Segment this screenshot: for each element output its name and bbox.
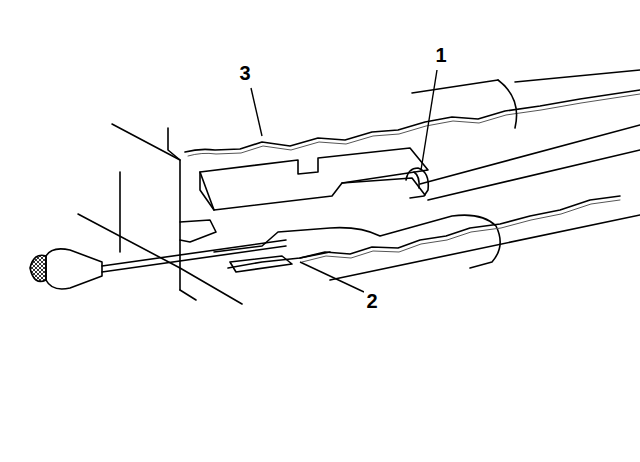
screwdriver-grip — [30, 255, 46, 281]
bracket — [168, 128, 180, 160]
screwdriver-shaft — [102, 246, 286, 272]
screwdriver-handle — [46, 249, 102, 289]
callout-number: 2 — [364, 290, 379, 312]
lower-torn-edge — [300, 196, 620, 258]
lower-channel — [214, 215, 500, 268]
bracket-base — [180, 290, 196, 300]
clip — [406, 168, 428, 198]
latch-slot — [342, 178, 425, 195]
bracket — [180, 220, 216, 242]
housing-edge-fuzz — [188, 94, 640, 156]
housing-top-right — [515, 70, 640, 82]
housing-top — [412, 80, 498, 93]
rail-line — [428, 150, 640, 200]
clip — [414, 172, 419, 188]
tab — [230, 256, 292, 272]
screwdriver-shaft — [102, 240, 286, 266]
latch-body — [200, 148, 428, 210]
leader-line — [300, 262, 364, 292]
bracket-base — [78, 214, 242, 304]
housing-curve — [498, 80, 517, 128]
latch-body — [200, 172, 214, 210]
leader-line — [421, 70, 437, 170]
lower-torn-edge-fuzz — [302, 200, 620, 262]
callout-number: 1 — [433, 44, 448, 66]
leader-line — [251, 88, 262, 136]
callout-number: 3 — [237, 62, 252, 84]
bracket — [119, 172, 121, 252]
